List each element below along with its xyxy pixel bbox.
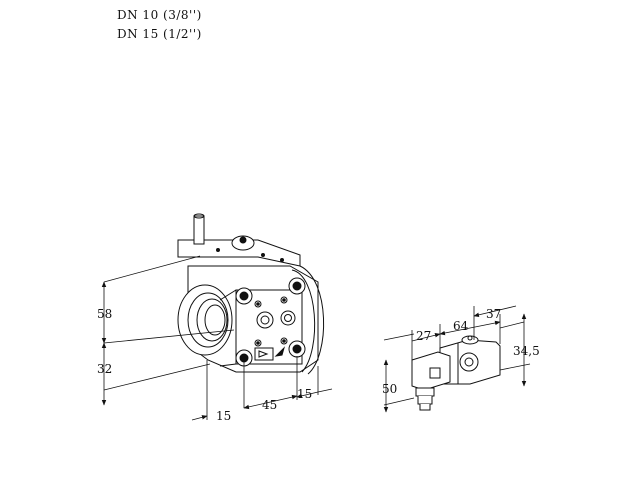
dim-15-left: 15: [216, 409, 231, 423]
model-label-dn10: DN 10 (3/8''): [117, 8, 202, 22]
dim-32: 32: [97, 362, 112, 376]
dim-37: 37: [486, 307, 501, 321]
model-label-dn15: DN 15 (1/2''): [117, 27, 202, 41]
dim-27: 27: [416, 329, 431, 343]
dim-45: 45: [262, 398, 277, 412]
dim-15-right: 15: [297, 387, 312, 401]
dim-58: 58: [97, 307, 112, 321]
coil-illustration: [411, 335, 501, 411]
dim-64: 64: [453, 319, 469, 333]
dim-50: 50: [382, 382, 397, 396]
valve-illustration: [177, 213, 324, 375]
dim-34-5: 34,5: [513, 344, 540, 358]
dimension-lines: 58 32 15 45 15 27 64 37 34,5 50: [97, 255, 540, 423]
